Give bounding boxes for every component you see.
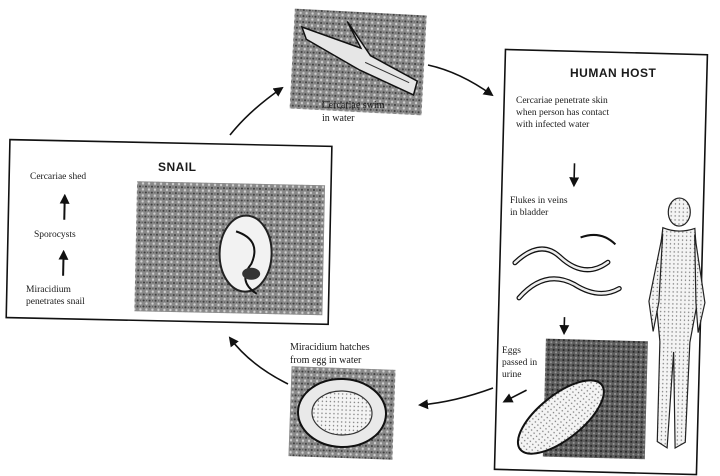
cycle-arrow-human-to-egg (420, 388, 493, 405)
caption-miracidium-hatches: Miracidium hatches from egg in water (290, 342, 370, 367)
cycle-arrow-water-to-human (428, 65, 492, 95)
label-cercariae-penetrate: Cercariae penetrate skin when person has… (516, 96, 609, 132)
miracidium-egg-photo (288, 366, 395, 460)
label-cercariae-shed: Cercariae shed (30, 172, 86, 184)
caption-cercariae-swim: Cercariae swim in water (322, 100, 384, 125)
label-miracidium-penetrates: Miracidium penetrates snail (26, 285, 85, 309)
cycle-arrow-egg-to-snail (230, 338, 288, 384)
arrow-up-miracidium (63, 252, 64, 276)
label-eggs-passed: Eggs passed in urine (502, 346, 537, 382)
arrow-up-sporocysts (64, 196, 65, 220)
arrow-down-flukes (574, 163, 575, 185)
snail-panel-title: SNAIL (158, 160, 197, 175)
label-sporocysts: Sporocysts (34, 230, 76, 242)
human-host-title: HUMAN HOST (570, 66, 656, 81)
label-flukes-in-veins: Flukes in veins in bladder (510, 196, 568, 220)
cycle-arrow-snail-to-water (230, 88, 282, 135)
